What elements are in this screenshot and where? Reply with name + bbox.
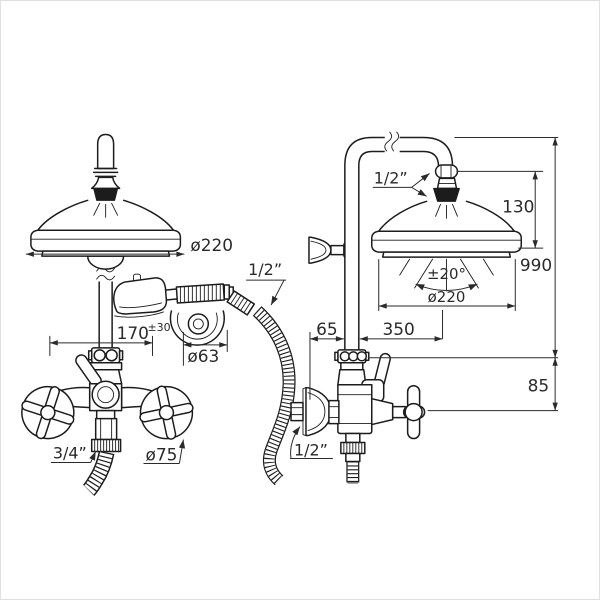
dim-front-cradle-diameter-label: ø63 (187, 346, 219, 366)
dim-front-hose-thread-label: 1/2” (248, 260, 282, 279)
dim-side-total-height: 990 (367, 137, 559, 359)
dim-side-arm-reach: 350 (359, 309, 444, 342)
diverter-boss (91, 380, 120, 409)
hose-nut (226, 290, 256, 316)
front-shower-head (30, 133, 182, 270)
finial (90, 133, 121, 201)
dim-front-outlet-thread: 3/4” (50, 443, 97, 463)
front-mixer-faucet (21, 347, 194, 453)
cradle-knob (187, 313, 210, 335)
dim-front-outlet-thread-label: 3/4” (53, 443, 87, 462)
side-view (290, 131, 523, 484)
spray-cone-lines (399, 258, 494, 292)
dim-side-head-height-label: 130 (502, 196, 534, 216)
dim-side-head-thread: 1/2” (372, 168, 430, 197)
side-shower-head (371, 200, 523, 292)
side-head-connector (433, 164, 460, 219)
dim-side-arm-reach-label: 350 (382, 319, 414, 339)
left-cross-handle (21, 385, 75, 440)
dim-side-head-thread-label: 1/2” (374, 168, 408, 187)
front-view (21, 133, 296, 496)
dim-front-handle-diameter: ø75 (143, 439, 186, 464)
dim-side-inlet-thread: 1/2” (290, 426, 333, 459)
handshower-head (113, 277, 168, 315)
front-outlet-hose (82, 450, 115, 496)
dimensions: ø220 1/2” 170 ±30 ø63 3/4” (25, 137, 559, 464)
dim-side-wall-distance: 65 (309, 319, 344, 400)
spray-lines-icon (93, 202, 119, 218)
dim-side-head-height: 130 (456, 170, 544, 249)
dim-front-head-diameter: ø220 (25, 235, 233, 257)
dim-front-cradle-diameter: ø63 (182, 329, 228, 366)
dim-side-total-height-label: 990 (520, 255, 552, 275)
dim-side-spray-angle: ±20° (415, 265, 478, 291)
dim-front-handle-diameter-label: ø75 (146, 444, 178, 464)
dim-side-head-diameter-label: ø220 (428, 288, 466, 306)
escutcheon-bump (86, 255, 125, 270)
front-handshower-hose (252, 306, 296, 486)
side-valve (290, 349, 426, 484)
spray-lines-icon (435, 203, 458, 219)
dim-side-spray-angle-label: ±20° (427, 265, 466, 283)
side-cross-handle (402, 384, 426, 440)
front-column-pipe (96, 255, 116, 353)
dim-front-centers-label: 170 (117, 323, 149, 343)
dim-side-inlet-thread-label: 1/2” (294, 440, 328, 459)
head-nut (93, 187, 119, 201)
head-nut (433, 187, 460, 202)
supply-stub (290, 401, 304, 422)
dim-front-centers-tolerance: ±30 (148, 321, 171, 334)
dim-side-head-diameter: ø220 (378, 259, 516, 311)
front-handshower-cradle (113, 273, 256, 346)
outlet-tube (94, 417, 118, 441)
dim-side-valve-offset-label: 85 (528, 376, 550, 396)
cradle-inner-ring (176, 312, 218, 340)
right-cross-handle (139, 385, 194, 440)
dim-front-centers: 170 ±30 (49, 321, 171, 356)
dim-front-head-diameter-label: ø220 (190, 235, 233, 255)
dim-side-valve-offset: 85 (427, 357, 559, 412)
valve-body (337, 383, 373, 435)
dim-front-hose-thread: 1/2” (246, 260, 287, 306)
dim-side-wall-distance-label: 65 (316, 319, 338, 339)
outlet-nut (90, 438, 122, 453)
